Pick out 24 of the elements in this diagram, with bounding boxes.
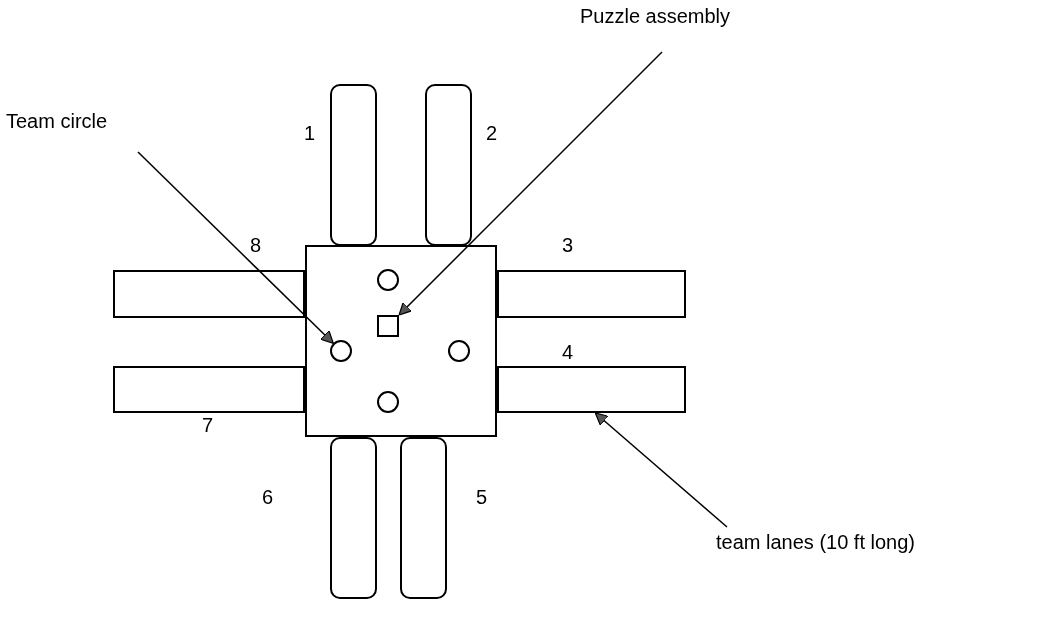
leader-line	[398, 51, 663, 316]
square	[305, 245, 497, 437]
leader-line	[594, 412, 728, 528]
team-lane	[497, 270, 686, 318]
callout-text: Team circle	[6, 107, 166, 135]
team-lane	[400, 437, 447, 599]
leader-line	[137, 151, 335, 345]
lane-number: 8	[250, 233, 262, 258]
lane-number: 7	[202, 413, 214, 438]
lane-number: 4	[562, 340, 574, 365]
team-lane	[113, 270, 305, 318]
lane-number: 3	[562, 233, 574, 258]
team-lane	[113, 366, 305, 413]
lane-number: 1	[304, 121, 316, 146]
lane-number: 2	[486, 121, 498, 146]
team-lane	[497, 366, 686, 413]
team-lane	[425, 84, 472, 246]
callout-text: team lanes (10 ft long)	[716, 528, 1016, 558]
lane-number: 6	[262, 485, 274, 510]
lane-number: 5	[476, 485, 488, 510]
square	[377, 315, 399, 337]
team-lane	[330, 84, 377, 246]
callout-text: Puzzle assembly	[580, 2, 790, 30]
team-lane	[330, 437, 377, 599]
